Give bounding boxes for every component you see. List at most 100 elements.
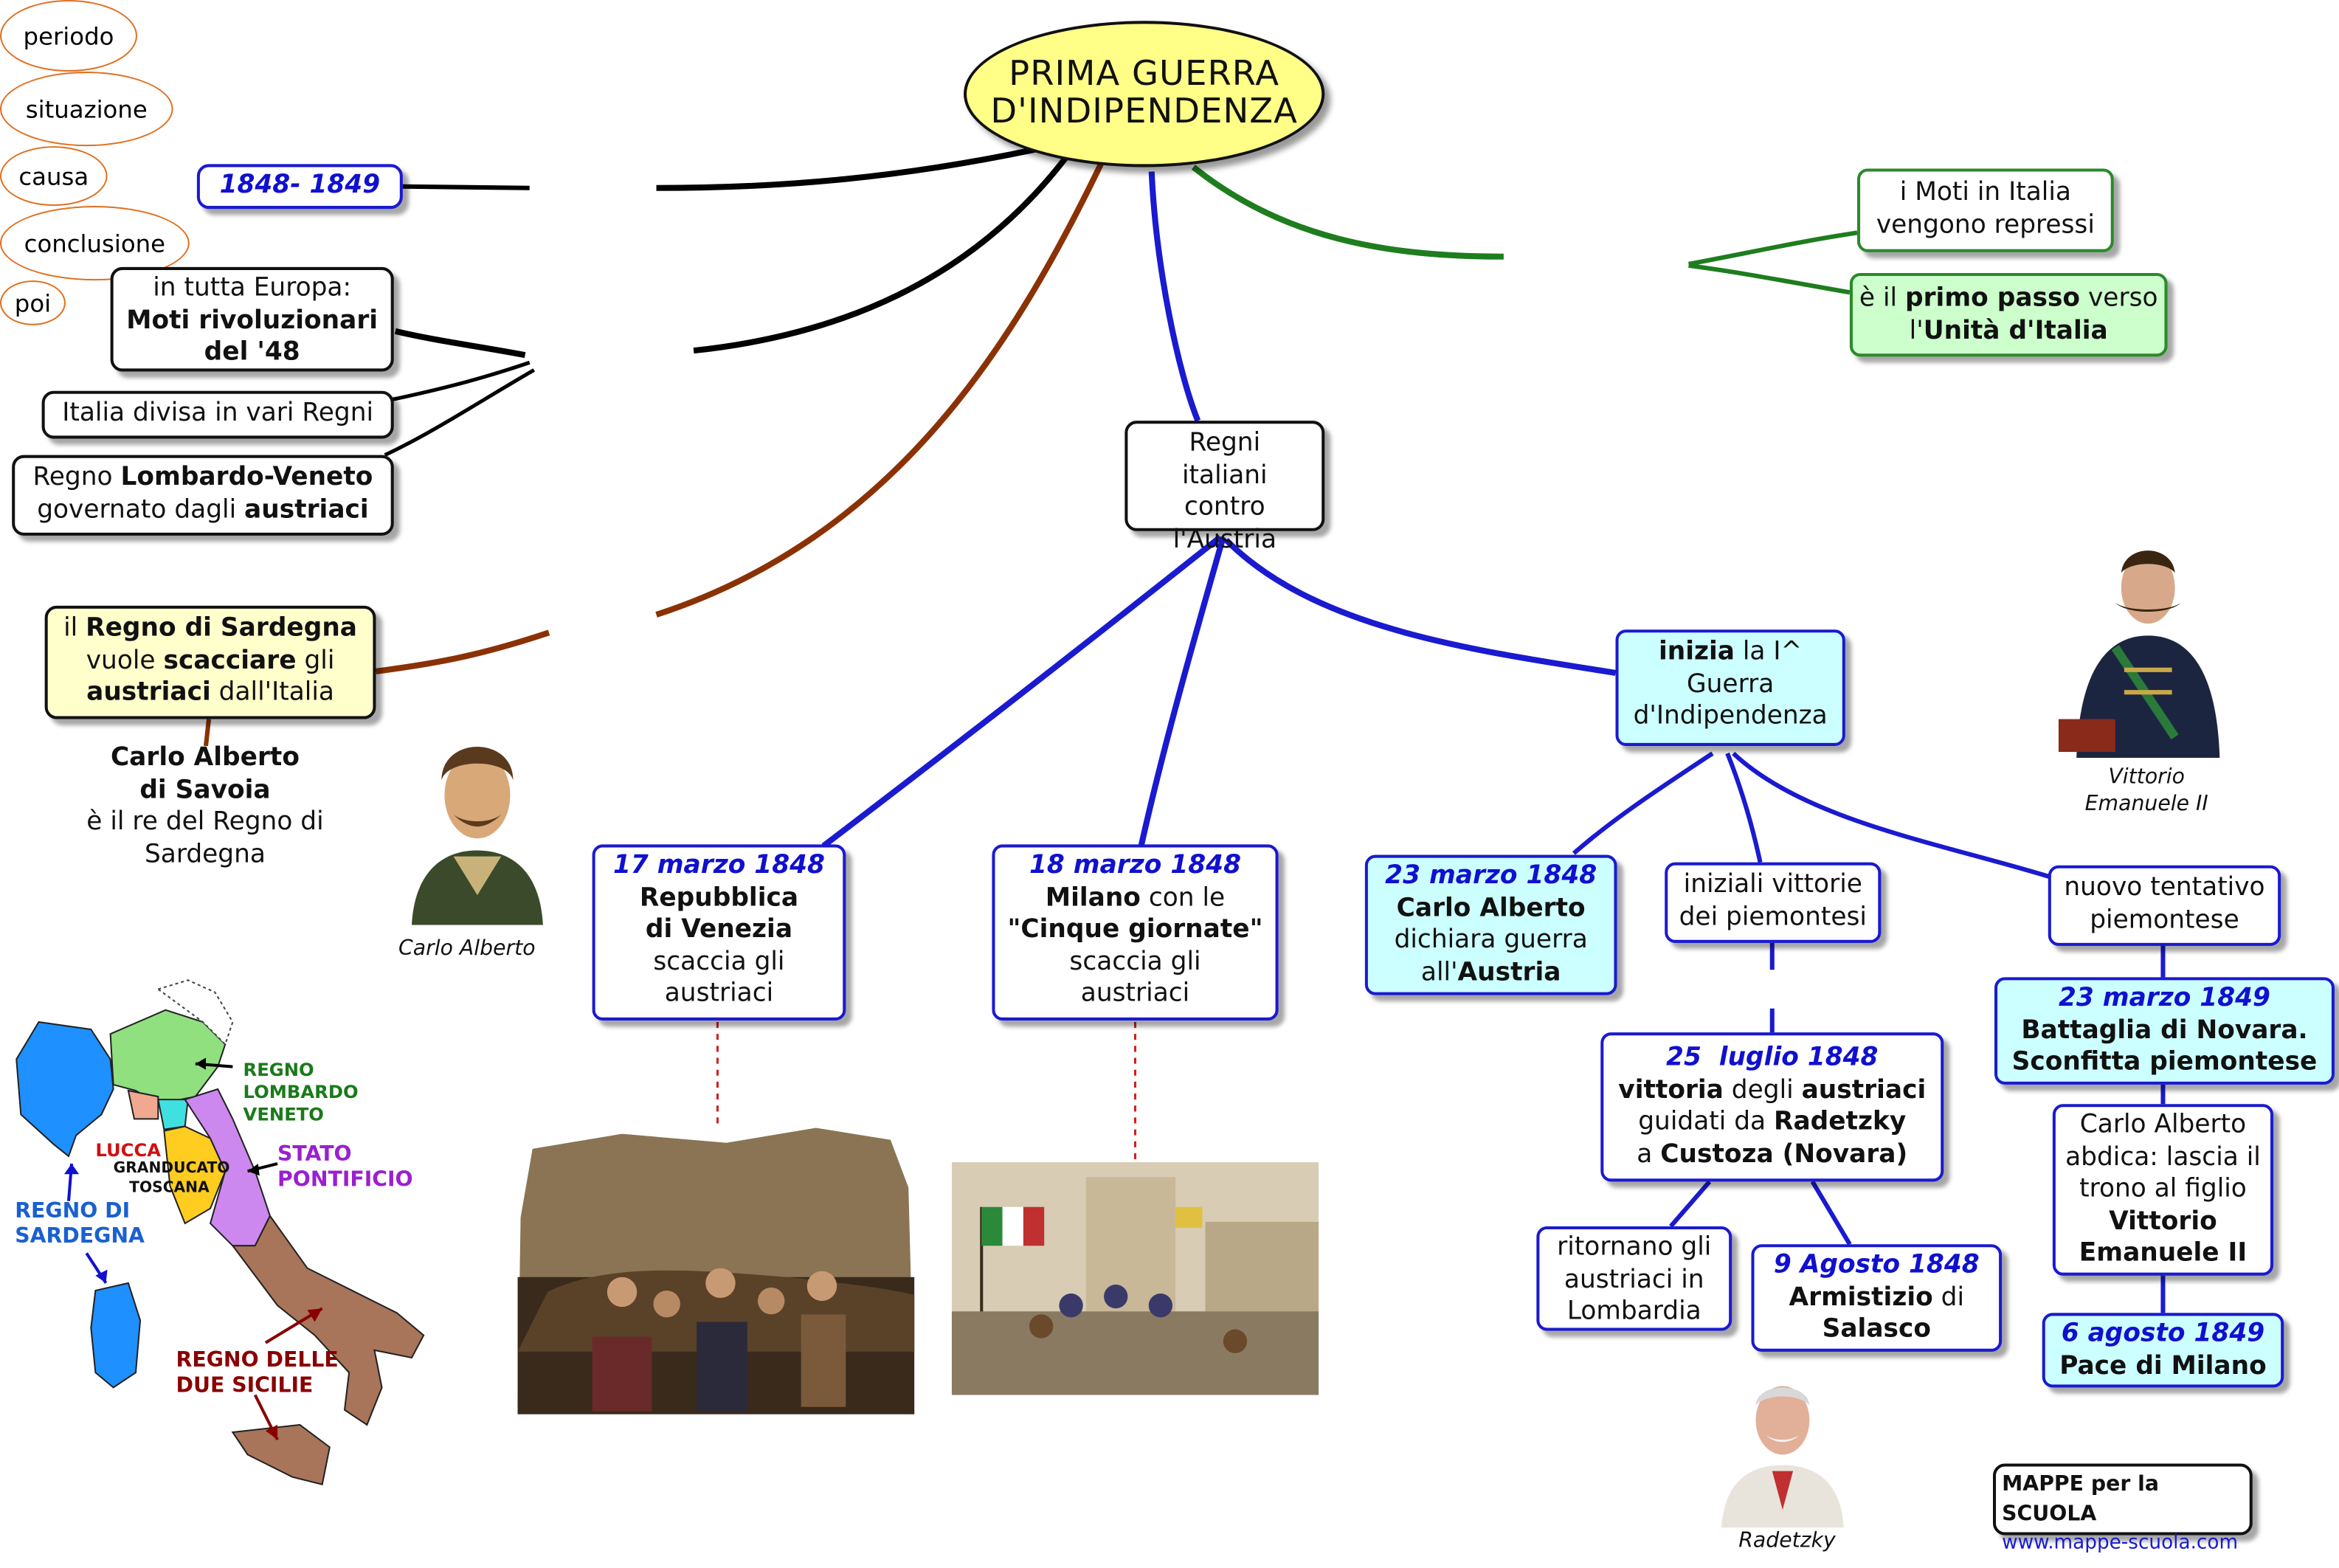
lombardo-pre: Regno (32, 462, 121, 493)
title-node: PRIMA GUERRA D'INDIPENDENZA (964, 21, 1325, 167)
custoza-b1: vittoria (1618, 1074, 1724, 1105)
connector-poi-label: poi (14, 289, 52, 317)
connector-periodo-label: periodo (23, 21, 114, 50)
causa-box: il Regno di Sardegna vuole scacciare gli… (44, 605, 376, 719)
connector-periodo: periodo (0, 0, 137, 72)
map-label-stato: STATO PONTIFICIO (277, 1142, 413, 1192)
unita-p2: verso l' (1909, 283, 2158, 346)
milano-box: 18 marzo 1848 Milano con le "Cinque gior… (992, 844, 1279, 1020)
vittorio-emanuele-portrait (2049, 528, 2247, 759)
unita-b2: Unità d'Italia (1923, 315, 2108, 346)
carlo-note-rest: è il re del Regno di Sardegna (86, 807, 324, 869)
map-label-lucca: LUCCA (95, 1139, 162, 1161)
inizia-b1: inizia (1658, 637, 1735, 667)
periodo-value: 1848- 1849 (219, 170, 381, 200)
pace-date: 6 agosto 1849 (2061, 1319, 2265, 1349)
pace-bold: Pace di Milano (2059, 1350, 2267, 1381)
europa-pre: in tutta Europa: (153, 273, 352, 303)
connector-poi: poi (0, 280, 66, 325)
dichiara-p1: dichiara guerra all' (1394, 925, 1588, 987)
regni-contro-text: Regni italiani contro l'Austria (1172, 428, 1277, 555)
lombardo-veneto-box: Regno Lombardo-Veneto governato dagli au… (12, 455, 394, 536)
custoza-p2: guidati da (1638, 1107, 1775, 1137)
ritornano-box: ritornano gli austriaci in Lombardia (1536, 1226, 1732, 1331)
connector-situazione-label: situazione (25, 94, 148, 123)
abdica-box: Carlo Alberto abdica: lascia il trono al… (2052, 1104, 2274, 1276)
causa-b3: austriaci (86, 677, 211, 708)
venezia-date: 17 marzo 1848 (612, 850, 825, 880)
lombardo-bold1: Lombardo-Veneto (120, 462, 373, 493)
moti-repressi-box: i Moti in Italia vengono repressi (1857, 168, 2114, 252)
causa-p4: dall'Italia (210, 677, 334, 708)
moti-repressi-text: i Moti in Italia vengono repressi (1876, 177, 2095, 240)
milano-b1: Milano (1045, 882, 1141, 913)
dichiara-date: 23 marzo 1848 (1385, 860, 1597, 891)
radetzky-portrait (1713, 1361, 1853, 1528)
milano-p1: con le (1140, 882, 1226, 913)
unita-b1: primo passo (1904, 283, 2081, 314)
dichiara-b1: Carlo Alberto (1396, 893, 1586, 923)
dichiara-b2: Austria (1457, 957, 1561, 987)
novara-date: 23 marzo 1849 (2058, 983, 2270, 1013)
lombardo-bold2: austriaci (244, 494, 369, 525)
causa-p3: gli (296, 645, 335, 675)
connector-causa-label: causa (18, 162, 89, 190)
custoza-b3: Radetzky (1774, 1107, 1907, 1137)
custoza-b4: Custoza (Novara) (1660, 1139, 1908, 1170)
italia-divisa-text: Italia divisa in vari Regni (62, 398, 374, 429)
salasco-b2: Salasco (1822, 1314, 1931, 1344)
custoza-p1: degli (1723, 1074, 1802, 1105)
title-line2: D'INDIPENDENZA (990, 92, 1298, 131)
novara-bold: Battaglia di Novara. Sconfitta piemontes… (2011, 1015, 2318, 1077)
venezia-painting (517, 1127, 915, 1415)
carlo-alberto-note: Carlo Alberto di Savoia è il re del Regn… (75, 743, 336, 871)
dichiara-guerra-box: 23 marzo 1848 Carlo Alberto dichiara gue… (1364, 854, 1617, 995)
lombardo-mid: governato dagli (37, 494, 245, 525)
brand-name: MAPPE per la SCUOLA (2002, 1472, 2159, 1527)
causa-b2: scacciare (163, 645, 297, 675)
unita-italia-box: è il primo passo verso l'Unità d'Italia (1849, 273, 2168, 357)
venezia-bold: Repubblica di Venezia (639, 882, 799, 944)
vittorie-box: iniziali vittorie dei piemontesi (1665, 862, 1882, 943)
causa-p1: il (63, 613, 86, 643)
connector-causa: causa (0, 146, 108, 207)
ritornano-text: ritornano gli austriaci in Lombardia (1557, 1232, 1712, 1327)
connector-situazione: situazione (0, 72, 173, 147)
vittorie-text: iniziali vittorie dei piemontesi (1679, 869, 1867, 932)
unita-p1: è il (1859, 283, 1905, 314)
carlo-note-bold: Carlo Alberto di Savoia (110, 742, 300, 805)
causa-b1: Regno di Sardegna (86, 613, 358, 643)
connector-conclusione-label: conclusione (24, 229, 166, 258)
title-line1: PRIMA GUERRA (1009, 55, 1280, 94)
venezia-rest: scaccia gli austriaci (653, 946, 785, 1009)
tentativo-text: nuovo tentativo piemontese (2064, 872, 2265, 935)
map-label-sicilie: REGNO DELLE DUE SICILIE (176, 1348, 339, 1398)
custoza-p3: a (1637, 1139, 1661, 1170)
pace-box: 6 agosto 1849 Pace di Milano (2042, 1313, 2284, 1388)
brand-box: MAPPE per la SCUOLA www.mappe-scuola.com (1992, 1463, 2253, 1555)
salasco-b1: Armistizio (1789, 1282, 1933, 1313)
map-label-toscana: GRANDUCATO TOSCANA (113, 1161, 230, 1197)
europa-bold: Moti rivoluzionari del '48 (126, 305, 379, 367)
custoza-b2: austriaci (1801, 1074, 1927, 1105)
map-label-sardegna: REGNO DI SARDEGNA (15, 1199, 145, 1249)
salasco-date: 9 Agosto 1848 (1773, 1250, 1980, 1280)
milano-rest: scaccia gli austriaci (1069, 946, 1201, 1009)
inizia-p1: la I^ Guerra d'Indipendenza (1633, 637, 1828, 731)
causa-p2: vuole (86, 645, 164, 675)
custoza-box: 25 luglio 1848 vittoria degli austriaci … (1600, 1032, 1944, 1182)
italia-divisa-box: Italia divisa in vari Regni (41, 390, 394, 439)
abdica-p1: Carlo Alberto abdica: lascia il trono al… (2065, 1110, 2261, 1204)
italy-map (9, 977, 441, 1499)
salasco-box: 9 Agosto 1848 Armistizio di Salasco (1751, 1244, 2003, 1352)
regni-contro-box: Regni italiani contro l'Austria (1124, 421, 1325, 554)
salasco-p1: di (1932, 1282, 1965, 1313)
brand-url[interactable]: www.mappe-scuola.com (2002, 1532, 2239, 1555)
caption-carlo: Carlo Alberto (398, 936, 536, 961)
milano-b2: "Cinque giornate" (1007, 914, 1263, 944)
novara-box: 23 marzo 1849 Battaglia di Novara. Sconf… (1994, 977, 2335, 1085)
custoza-date: 25 luglio 1848 (1666, 1043, 1879, 1073)
milano-painting (951, 1162, 1319, 1395)
carlo-alberto-portrait (400, 713, 555, 925)
